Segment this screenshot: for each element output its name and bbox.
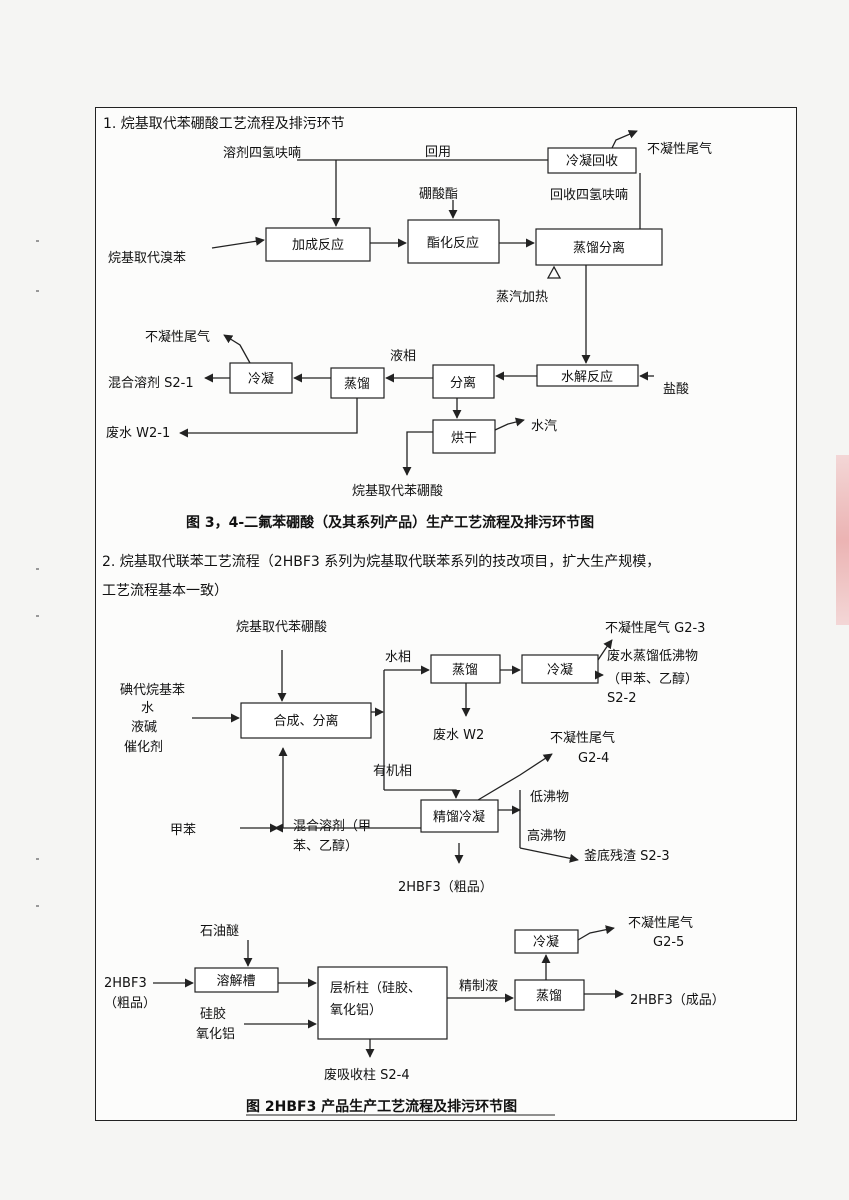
label-silica-gel: 硅胶	[200, 1006, 226, 1022]
label-recovered-thf: 回收四氢呋喃	[550, 188, 628, 203]
label-alkyl-phenylboronic: 烷基取代苯硼酸	[236, 620, 327, 635]
label-waste-low-boil: 废水蒸馏低沸物	[607, 648, 698, 664]
svg-text:氧化铝）: 氧化铝）	[330, 1003, 382, 1018]
label-feed-iodo: 碘代烷基苯	[120, 683, 185, 698]
box-addition-reaction: 加成反应	[265, 227, 371, 262]
label-hydrochloric-acid: 盐酸	[663, 382, 689, 397]
box-drying: 烘干	[432, 419, 496, 454]
label-g24: G2-4	[578, 751, 609, 766]
label-feed-lye: 液碱	[131, 720, 157, 735]
label-noncond-g24: 不凝性尾气	[550, 730, 615, 746]
svg-text:蒸馏分离: 蒸馏分离	[573, 240, 625, 256]
label-product-boronic-acid: 烷基取代苯硼酸	[352, 484, 443, 499]
label-toluene: 甲苯	[170, 823, 196, 838]
svg-text:冷凝: 冷凝	[533, 934, 559, 950]
box-distillation-1: 蒸馏	[330, 367, 385, 399]
scan-mark	[36, 568, 39, 570]
label-noncond-g25: 不凝性尾气	[628, 915, 693, 931]
label-mixed-solvent-a: 混合溶剂（甲	[293, 819, 371, 834]
figure-caption-1: 图 3，4-二氟苯硼酸（及其系列产品）生产工艺流程及排污环节图	[186, 514, 594, 531]
label-still-residue: 釜底残渣 S2-3	[584, 848, 670, 864]
label-refined-liquid: 精制液	[459, 979, 498, 994]
svg-text:层析柱（硅胶、: 层析柱（硅胶、	[330, 980, 421, 996]
svg-text:酯化反应: 酯化反应	[427, 235, 479, 251]
connectors-section1	[179, 130, 654, 476]
connectors-section2-upper	[192, 639, 613, 864]
label-noncond-gas-left: 不凝性尾气	[145, 329, 210, 345]
scan-mark	[36, 615, 39, 617]
label-mixed-solvent-b: 苯、乙醇）	[293, 838, 358, 854]
svg-text:烘干: 烘干	[451, 431, 477, 446]
svg-text:精馏冷凝: 精馏冷凝	[433, 809, 485, 825]
box-condensation-1: 冷凝	[229, 362, 293, 394]
box-dissolving-tank: 溶解槽	[194, 967, 279, 993]
label-final-product: 2HBF3（成品）	[630, 993, 725, 1008]
label-noncond-gas-top: 不凝性尾气	[647, 141, 712, 157]
section2-title-line1: 2. 烷基取代联苯工艺流程（2HBF3 系列为烷基取代联苯系列的技改项目，扩大生…	[102, 553, 660, 570]
section1-title: 1. 烷基取代苯硼酸工艺流程及排污环节	[103, 115, 345, 132]
label-solvent-thf: 溶剂四氢呋喃	[223, 146, 301, 161]
label-waste-low-boil-detail: （甲苯、乙醇）	[607, 671, 698, 687]
label-steam-heating: 蒸汽加热	[496, 290, 548, 305]
label-wastewater-w21: 废水 W2-1	[106, 425, 170, 441]
label-crude-in-sub: （粗品）	[104, 996, 156, 1011]
section2-title-line2: 工艺流程基本一致）	[102, 582, 228, 599]
label-mixed-solvent-s21: 混合溶剂 S2-1	[108, 376, 194, 391]
box-esterification: 酯化反应	[407, 219, 500, 264]
box-distill-separate: 蒸馏分离	[535, 228, 663, 266]
label-feed-catalyst: 催化剂	[124, 740, 163, 755]
label-reuse: 回用	[425, 145, 451, 160]
connectors-section2-lower	[153, 925, 624, 1058]
label-crude-in: 2HBF3	[104, 976, 147, 991]
box-synthesis-separation: 合成、分离	[240, 702, 372, 739]
box-hydrolysis: 水解反应	[536, 364, 639, 387]
scan-mark	[36, 240, 39, 242]
label-organic-phase: 有机相	[373, 764, 412, 779]
box-rectify-condense: 精馏冷凝	[420, 799, 499, 833]
label-feed-water: 水	[141, 701, 154, 716]
box-condense-recover: 冷凝回收	[547, 147, 637, 174]
box-condensation-2: 冷凝	[521, 654, 599, 684]
label-petroleum-ether: 石油醚	[200, 924, 239, 939]
label-wastewater-w2: 废水 W2	[433, 727, 484, 743]
label-water-vapor: 水汽	[531, 419, 557, 434]
scan-mark	[36, 290, 39, 292]
svg-text:分离: 分离	[450, 375, 476, 391]
svg-text:蒸馏: 蒸馏	[452, 663, 478, 678]
box-condensation-3: 冷凝	[514, 929, 579, 954]
svg-text:蒸馏: 蒸馏	[536, 989, 562, 1004]
label-crude-product: 2HBF3（粗品）	[398, 880, 493, 895]
label-noncond-g23: 不凝性尾气 G2-3	[605, 620, 705, 636]
label-spent-column: 废吸收柱 S2-4	[324, 1067, 410, 1083]
svg-text:水解反应: 水解反应	[561, 369, 613, 385]
label-liquid-phase: 液相	[390, 349, 416, 364]
svg-text:冷凝: 冷凝	[248, 371, 274, 387]
scan-mark	[36, 858, 39, 860]
box-distillation-2: 蒸馏	[430, 654, 501, 684]
label-s22: S2-2	[607, 691, 637, 706]
label-high-boilers: 高沸物	[527, 828, 566, 844]
figure-caption-2: 图 2HBF3 产品生产工艺流程及排污环节图	[246, 1098, 517, 1115]
svg-text:溶解槽: 溶解槽	[216, 974, 255, 989]
box-separation: 分离	[432, 364, 495, 399]
box-chromatography-column: 层析柱（硅胶、 氧化铝）	[317, 966, 448, 1040]
page-frame	[95, 107, 797, 1121]
svg-text:合成、分离: 合成、分离	[273, 713, 338, 729]
scan-mark	[36, 905, 39, 907]
label-water-phase: 水相	[385, 650, 411, 665]
red-stamp-edge	[836, 455, 849, 625]
label-alumina: 氧化铝	[196, 1027, 235, 1042]
svg-text:蒸馏: 蒸馏	[344, 377, 370, 392]
svg-text:冷凝: 冷凝	[547, 662, 573, 678]
svg-text:冷凝回收: 冷凝回收	[566, 153, 618, 169]
label-g25: G2-5	[653, 935, 684, 950]
label-alkyl-bromobenzene: 烷基取代溴苯	[108, 251, 186, 266]
label-low-boilers: 低沸物	[530, 790, 569, 805]
label-borate-ester: 硼酸酯	[419, 187, 458, 202]
svg-text:加成反应: 加成反应	[292, 237, 344, 253]
box-distillation-3: 蒸馏	[514, 979, 585, 1011]
